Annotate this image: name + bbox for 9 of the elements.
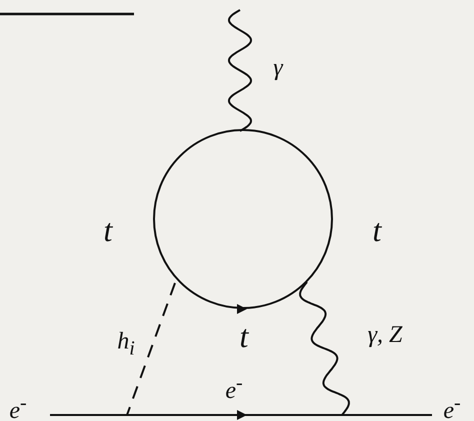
particle-label: t bbox=[104, 214, 112, 246]
particle-label: t bbox=[372, 214, 382, 246]
electron-label: e$^{-}$ bbox=[443, 393, 461, 421]
photon-label: γ bbox=[273, 56, 283, 80]
higgs-label: h$_{i}$ bbox=[117, 330, 135, 358]
electron-label: e$^{-}$ bbox=[225, 373, 243, 403]
boson-label: γ, Z bbox=[368, 323, 402, 347]
electron-label: e$^{-}$ bbox=[9, 393, 27, 421]
particle-label: t bbox=[240, 320, 248, 352]
